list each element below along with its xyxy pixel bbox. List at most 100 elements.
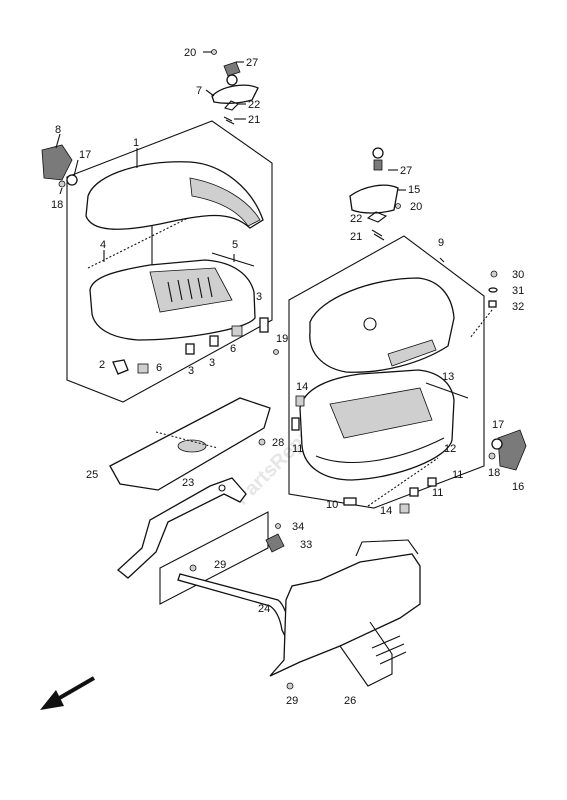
callout-34: 34 xyxy=(292,521,304,533)
callout-33: 33 xyxy=(300,539,312,551)
callout-20b: 20 xyxy=(410,201,422,213)
clip-2 xyxy=(112,359,129,375)
latch-knob-27 xyxy=(372,147,384,159)
arrow-shaft xyxy=(54,676,96,702)
seal-strip-4 xyxy=(87,217,189,269)
spring-21-right xyxy=(371,229,385,241)
left-case-lid[interactable] xyxy=(85,161,264,230)
callout-8: 8 xyxy=(55,124,61,136)
callout-14b: 14 xyxy=(380,505,392,517)
washer-17-right xyxy=(491,438,503,450)
callout-3b: 3 xyxy=(209,357,215,369)
callout-21b: 21 xyxy=(350,231,362,243)
callout-12: 12 xyxy=(444,443,456,455)
callout-labels: 20 27 7 22 21 8 1 17 18 4 5 3 6 3 3 2 6 … xyxy=(51,47,524,707)
screw-34 xyxy=(275,523,281,529)
callout-29a: 29 xyxy=(214,559,226,571)
trim-strip-5 xyxy=(211,252,255,267)
left-group-frame xyxy=(66,120,273,403)
leader-17a xyxy=(73,159,79,177)
washer-18 xyxy=(58,180,66,188)
callout-4: 4 xyxy=(100,239,106,251)
callout-13: 13 xyxy=(442,371,454,383)
callout-31: 31 xyxy=(512,285,524,297)
latch-base-15 xyxy=(349,184,399,214)
callout-18b: 18 xyxy=(488,467,500,479)
clip-11-right xyxy=(427,477,437,487)
callout-19: 19 xyxy=(276,333,288,345)
left-case-group xyxy=(41,120,273,403)
right-group-frame xyxy=(288,235,485,509)
nut-14-lower xyxy=(399,503,410,514)
clip-3-left xyxy=(185,343,195,355)
guard-rungs xyxy=(371,635,407,665)
callout-26: 26 xyxy=(344,695,356,707)
bracket-hole xyxy=(218,484,226,492)
leader-7 xyxy=(205,89,215,97)
callout-29b: 29 xyxy=(286,695,298,707)
guard-top-bend xyxy=(355,539,419,557)
screw-20 xyxy=(211,49,217,55)
mounting-plate-group xyxy=(109,397,271,579)
callout-18a: 18 xyxy=(51,199,63,211)
callout-1: 1 xyxy=(133,137,139,149)
leader-9 xyxy=(439,257,445,263)
callout-24: 24 xyxy=(258,603,270,615)
plate-leader xyxy=(155,431,219,449)
clip-3-mid xyxy=(209,335,219,347)
callout-11c: 11 xyxy=(432,487,443,499)
arrow-head xyxy=(40,690,64,710)
knob-33 xyxy=(265,533,285,553)
latch-cylinder xyxy=(373,159,383,171)
gasket-22-right xyxy=(366,211,388,223)
callout-32: 32 xyxy=(512,301,524,313)
nut-6-left xyxy=(137,363,149,374)
screw-28 xyxy=(258,438,266,446)
right-case-group xyxy=(273,235,527,514)
guard-loop xyxy=(339,621,393,687)
callout-17b: 17 xyxy=(492,419,504,431)
screw-20-right xyxy=(395,203,401,209)
callout-3c: 3 xyxy=(188,365,194,377)
callout-25: 25 xyxy=(86,469,98,481)
screw-19 xyxy=(273,349,279,355)
clip-10 xyxy=(343,497,357,506)
callout-6b: 6 xyxy=(156,362,162,374)
leader-18a xyxy=(59,187,63,195)
washer-18-right xyxy=(488,452,496,460)
left-lid-trim xyxy=(189,177,261,227)
spring-21 xyxy=(223,116,235,125)
latch-27 xyxy=(223,61,241,77)
bracket-23 xyxy=(117,477,247,579)
left-case-inner xyxy=(149,267,233,313)
callout-6a: 6 xyxy=(230,343,236,355)
callout-23: 23 xyxy=(182,477,194,489)
nut-14-upper xyxy=(295,395,305,407)
clip-3-right xyxy=(259,317,269,333)
washer-17 xyxy=(66,174,78,186)
callout-10: 10 xyxy=(326,499,338,511)
screw-29-lower xyxy=(286,682,294,690)
rail-group xyxy=(159,511,421,690)
callout-7: 7 xyxy=(196,85,202,97)
bolt-leader xyxy=(469,309,493,339)
callout-21a: 21 xyxy=(248,114,260,126)
callout-27b: 27 xyxy=(400,165,412,177)
latch-base-7 xyxy=(211,84,259,104)
callout-30: 30 xyxy=(512,269,524,281)
top-latch-group xyxy=(211,49,259,125)
callout-9: 9 xyxy=(438,237,444,249)
callout-22a: 22 xyxy=(248,99,260,111)
callout-2: 2 xyxy=(99,359,105,371)
rail-frame xyxy=(159,511,269,605)
rail-24 xyxy=(177,573,299,647)
guard-bar-26 xyxy=(269,553,421,677)
right-case-lid[interactable] xyxy=(309,277,455,373)
nut-6-right xyxy=(231,325,243,337)
right-latch-group xyxy=(349,147,401,241)
callout-5: 5 xyxy=(232,239,238,251)
callout-3a: 3 xyxy=(256,291,262,303)
callout-11b: 11 xyxy=(452,469,463,481)
callout-27a: 27 xyxy=(246,57,258,69)
